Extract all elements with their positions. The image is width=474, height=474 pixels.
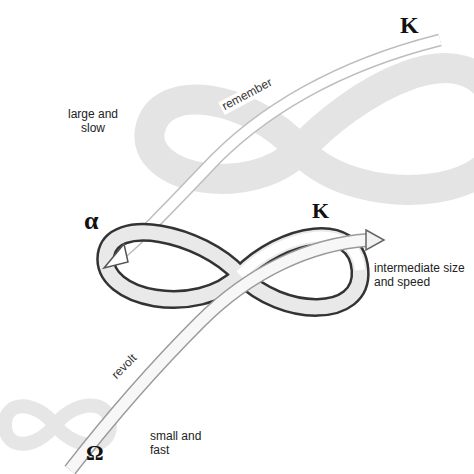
- revolt-ribbon-edge: [70, 240, 368, 470]
- remember-ribbon-edge: [118, 40, 440, 256]
- revolt-ribbon: [70, 240, 368, 470]
- remember-arrowhead: [104, 244, 128, 268]
- phase-symbol: K: [312, 198, 329, 223]
- scale-note: small and fast: [150, 430, 210, 458]
- scale-note: large and slow: [62, 108, 124, 136]
- remember-ribbon: [118, 40, 440, 256]
- ribbon-label: revolt: [108, 350, 141, 383]
- phase-symbol: K: [400, 12, 419, 40]
- revolt-arrowhead: [366, 230, 384, 250]
- scale-note: intermediate size and speed: [374, 262, 470, 290]
- phase-symbol: α: [84, 206, 99, 236]
- phase-symbol: Ω: [86, 440, 104, 465]
